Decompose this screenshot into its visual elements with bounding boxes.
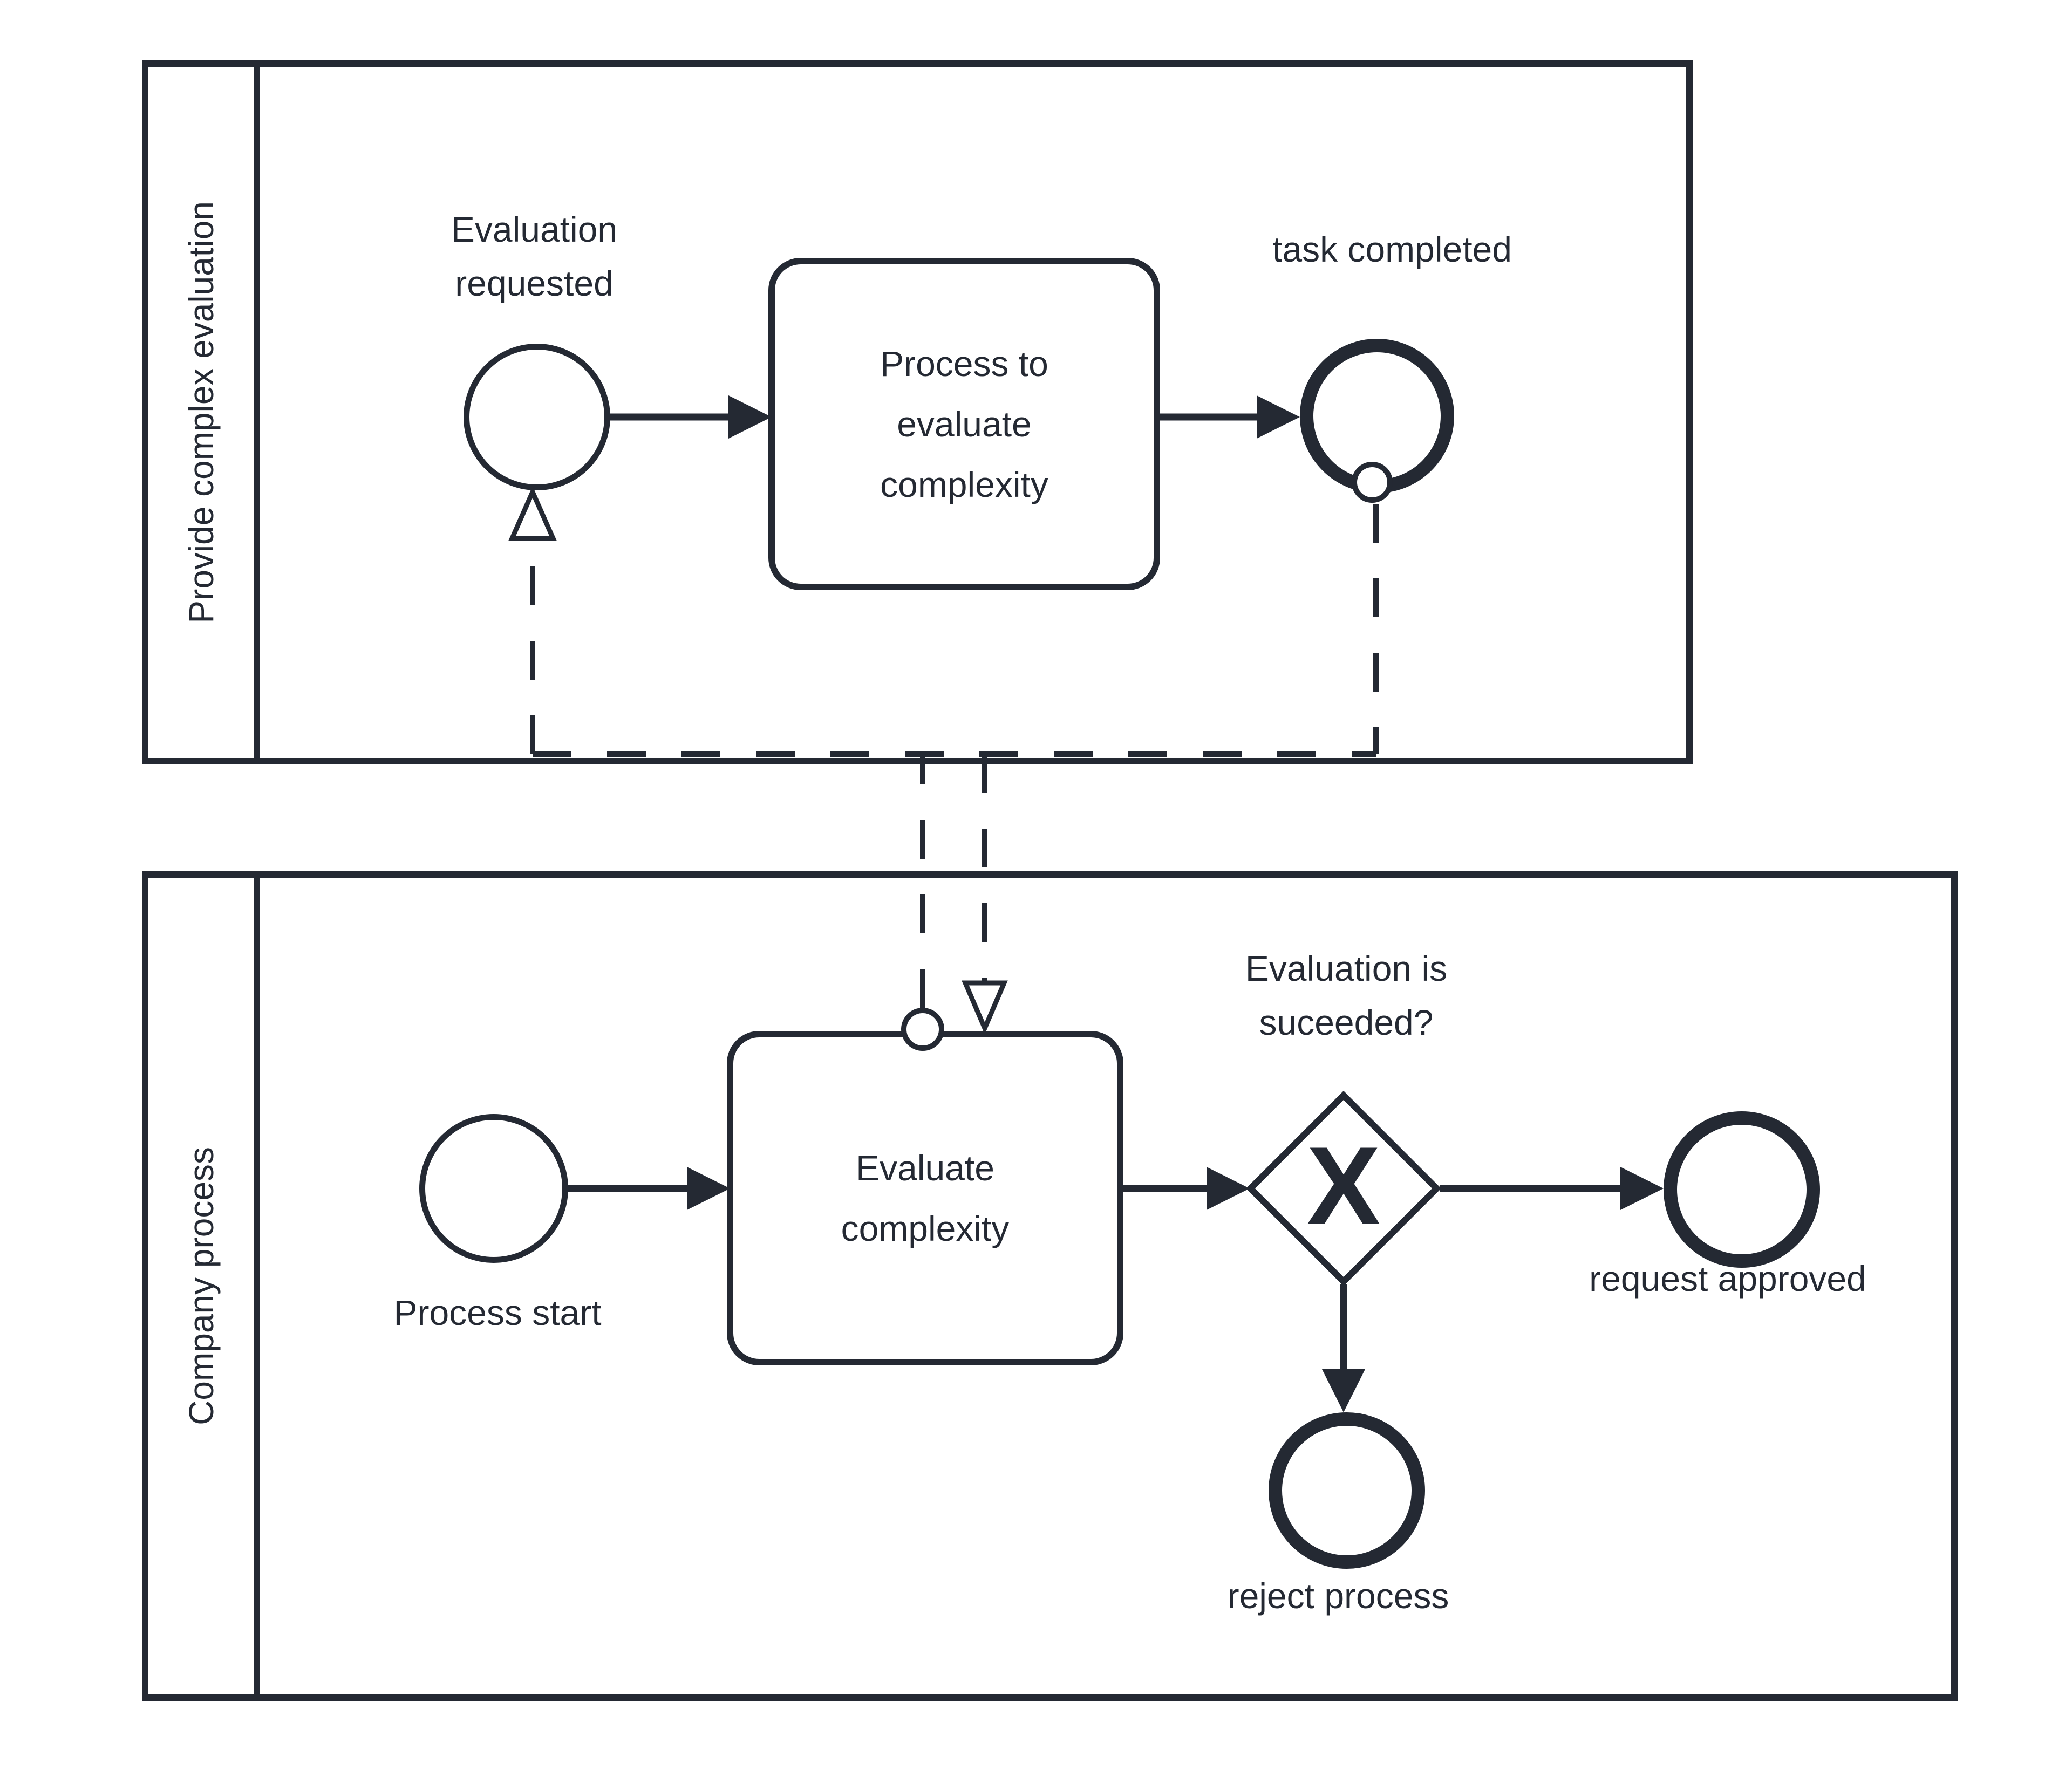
pool-provide-label-band: Provide complex evaluation bbox=[148, 67, 260, 758]
request-approved-label: request approved bbox=[1589, 1259, 1866, 1299]
process-start-label: Process start bbox=[393, 1293, 602, 1332]
pool-company-label-band: Company process bbox=[148, 878, 260, 1694]
evaluation-requested-label: Evaluation requested bbox=[451, 209, 618, 303]
reject-process-label: reject process bbox=[1227, 1576, 1449, 1616]
task-completed-label: task completed bbox=[1272, 229, 1512, 269]
start-event-evaluation-requested[interactable] bbox=[464, 344, 610, 490]
task-process-to-evaluate-complexity[interactable]: Process to evaluate complexity bbox=[768, 258, 1160, 590]
pool-provide-complex-evaluation: Provide complex evaluation bbox=[142, 60, 1693, 764]
pool-company-process: Company process bbox=[142, 871, 1958, 1701]
start-event-process-start[interactable] bbox=[419, 1114, 568, 1263]
task-evaluate-complexity[interactable]: Evaluate complexity bbox=[727, 1031, 1123, 1365]
message-anchor-evaluate-complexity bbox=[901, 1008, 944, 1051]
end-event-request-approved[interactable] bbox=[1664, 1111, 1820, 1268]
pool-company-label: Company process bbox=[181, 1147, 221, 1425]
pool-provide-label: Provide complex evaluation bbox=[181, 201, 221, 624]
gateway-question-label: Evaluation is suceeded? bbox=[1245, 948, 1448, 1042]
end-event-reject-process[interactable] bbox=[1269, 1412, 1425, 1569]
exclusive-gateway-x-marker: X bbox=[1306, 1124, 1381, 1248]
message-anchor-task-completed bbox=[1352, 462, 1393, 503]
